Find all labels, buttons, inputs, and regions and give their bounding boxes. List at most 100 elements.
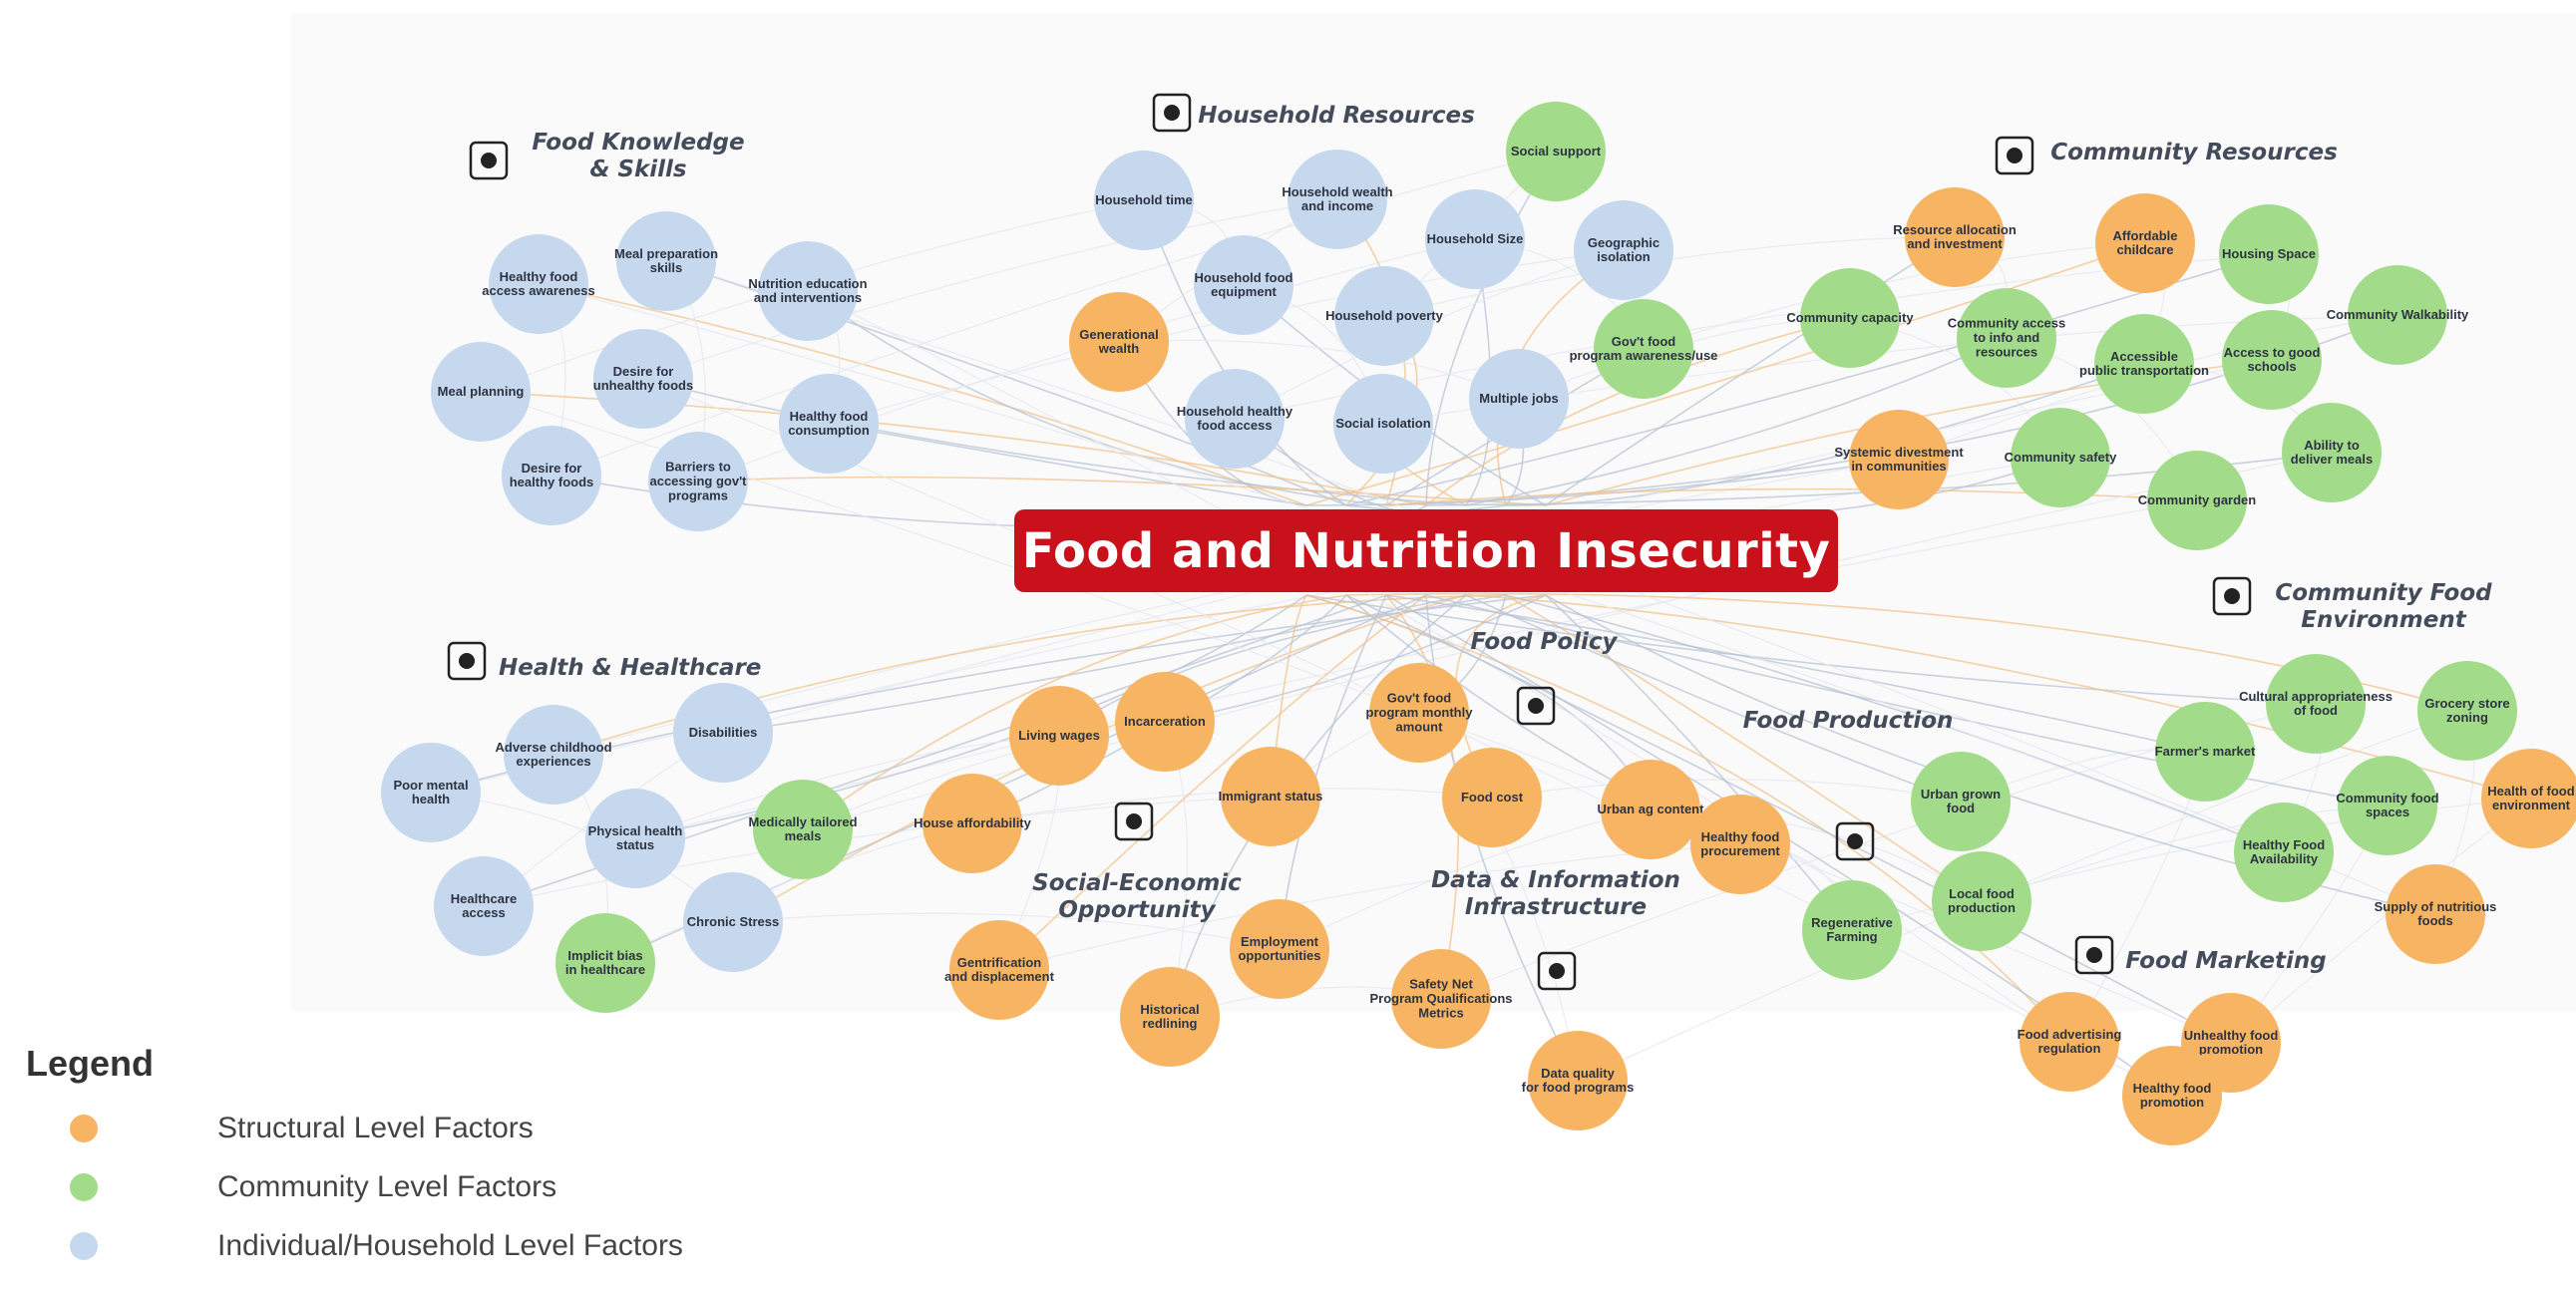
node-community-safety[interactable]: Community safety <box>2005 408 2117 507</box>
node-living-wages[interactable]: Living wages <box>1009 686 1109 786</box>
node-household-time[interactable]: Household time <box>1094 151 1194 250</box>
node-circle <box>2481 749 2576 848</box>
market-stand-icon <box>2212 576 2252 616</box>
node-housing-space[interactable]: Housing Space <box>2219 204 2319 304</box>
link-desire-healthy-social-support <box>551 151 1557 477</box>
node-urban-ag[interactable]: Urban ag content <box>1598 760 1705 859</box>
edge-gentrification <box>998 594 1427 971</box>
node-community-capacity[interactable]: Community capacity <box>1786 268 1914 368</box>
node-social-isolation[interactable]: Social isolation <box>1333 374 1433 474</box>
node-disabilities[interactable]: Disabilities <box>673 683 773 783</box>
node-household-size[interactable]: Household Size <box>1425 189 1525 289</box>
node-farmers-market[interactable]: Farmer's market <box>2155 702 2256 802</box>
legend-label-structural: Structural Level Factors <box>217 1112 534 1144</box>
node-house-affordability[interactable]: House affordability <box>914 774 1032 873</box>
node-multiple-jobs[interactable]: Multiple jobs <box>1469 349 1569 449</box>
edge-nutrition-education <box>807 290 1387 506</box>
node-circle <box>2417 661 2517 761</box>
pen-document-icon <box>1537 951 1577 991</box>
node-label: Urban ag content <box>1598 802 1705 816</box>
node-household-poverty[interactable]: Household poverty <box>1325 266 1444 366</box>
node-circle <box>1690 795 1790 894</box>
node-label: Food cost <box>1461 790 1524 805</box>
node-circle <box>2348 265 2447 365</box>
node-meal-planning[interactable]: Meal planning <box>431 342 531 442</box>
node-circle <box>1911 752 2011 851</box>
edge-housing-space <box>1345 253 2270 506</box>
node-circle <box>1469 349 1569 449</box>
node-circle <box>673 683 773 783</box>
legend-swatch-individual <box>70 1232 98 1260</box>
node-incarceration[interactable]: Incarceration <box>1115 672 1215 772</box>
megaphone-icon <box>2074 935 2114 975</box>
node-community-walkability[interactable]: Community Walkability <box>2327 265 2469 365</box>
node-immigrant-status[interactable]: Immigrant status <box>1219 747 1323 846</box>
node-circle <box>2020 992 2119 1092</box>
node-label: Multiple jobs <box>1479 391 1558 406</box>
edge-food-advertising <box>1305 594 2070 1043</box>
node-label: Household poverty <box>1325 308 1444 323</box>
node-community-garden[interactable]: Community garden <box>2138 451 2257 550</box>
node-circle <box>922 774 1022 873</box>
node-circle <box>1905 187 2005 287</box>
node-chronic-stress[interactable]: Chronic Stress <box>683 872 783 972</box>
node-social-support[interactable]: Social support <box>1506 102 1606 201</box>
node-food-cost[interactable]: Food cost <box>1442 748 1542 847</box>
